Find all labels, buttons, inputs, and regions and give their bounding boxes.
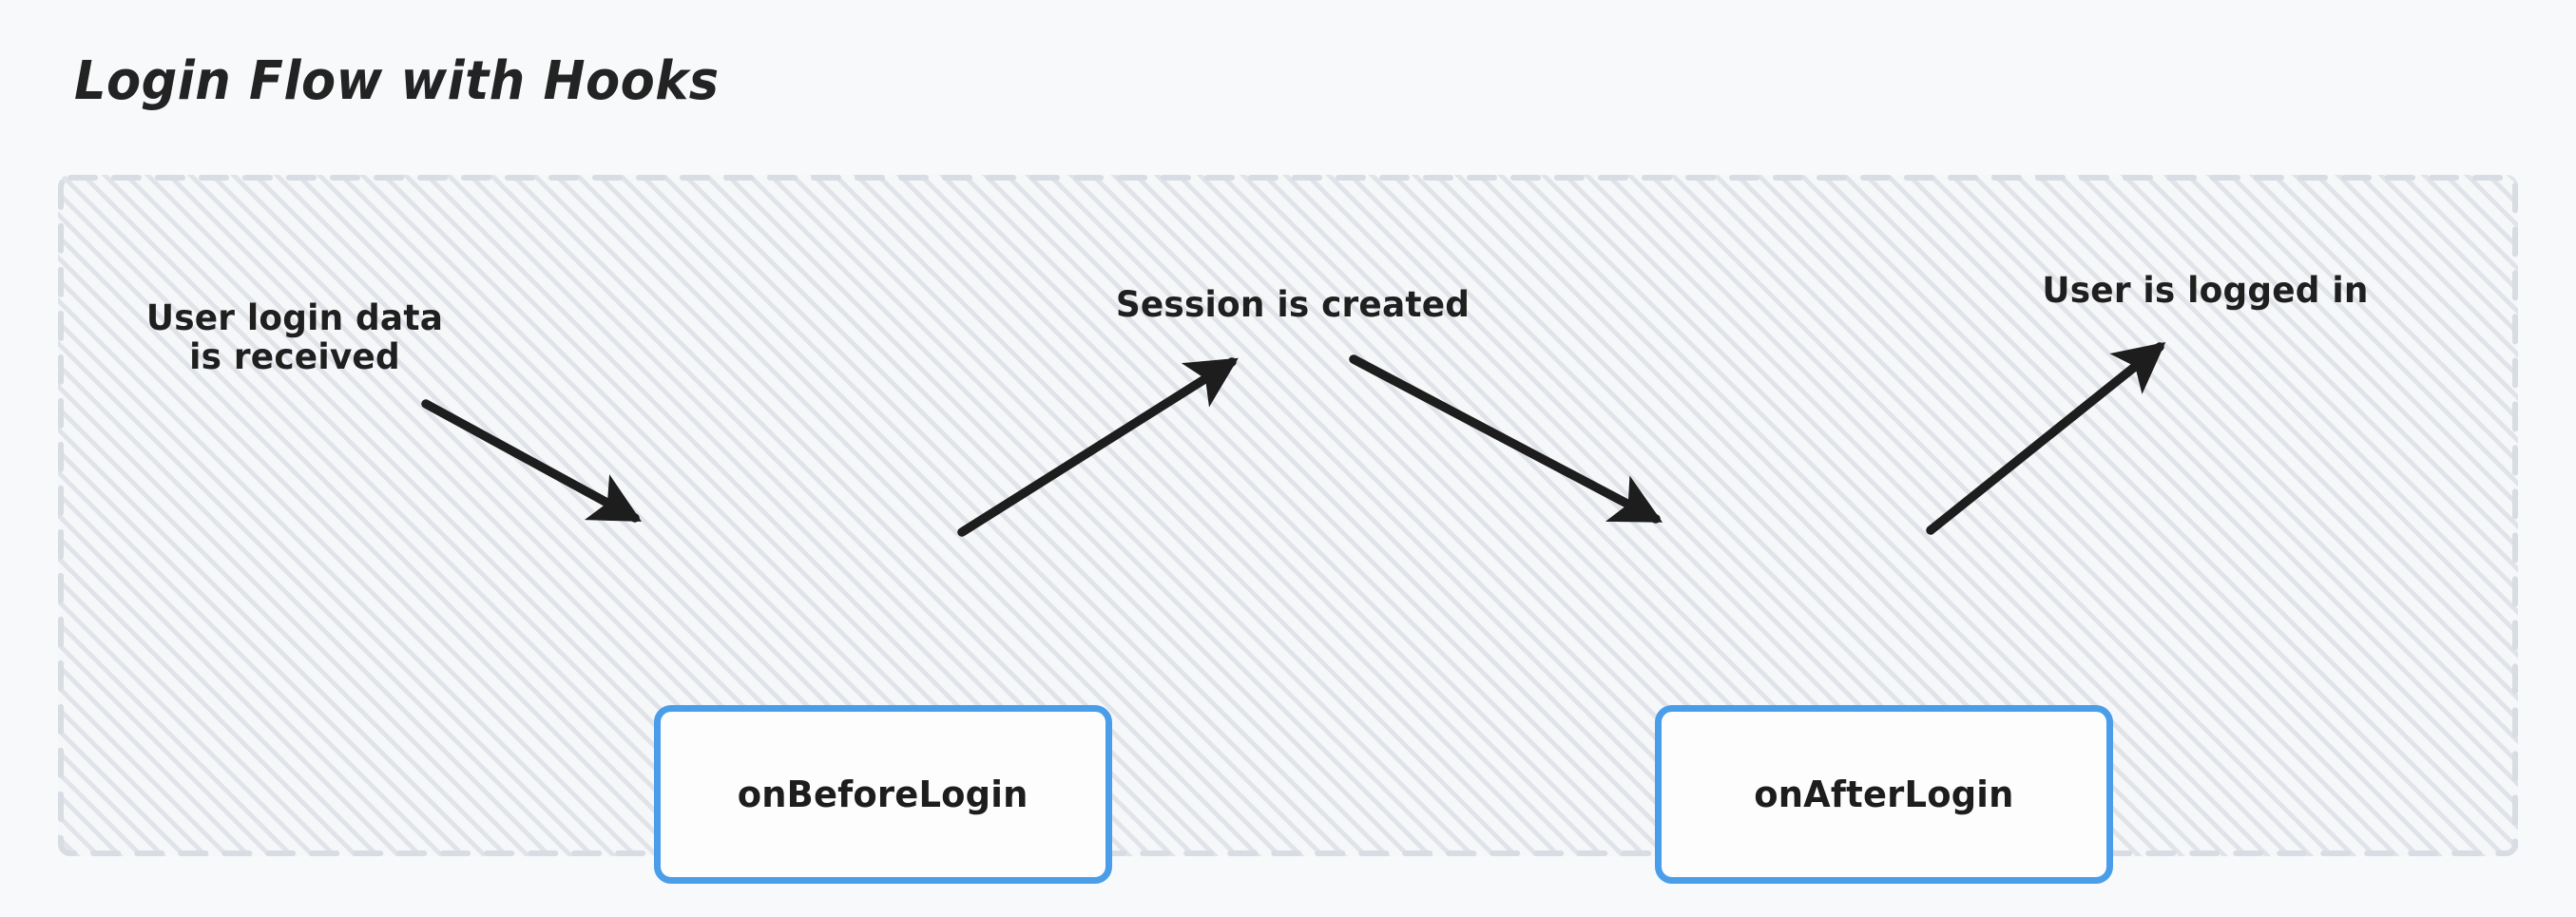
- edge-label-user-login-data-received: User login data is received: [145, 297, 444, 378]
- hook-node-label: onBeforeLogin: [738, 774, 1028, 815]
- hook-node-label: onAfterLogin: [1754, 774, 2014, 815]
- hook-node-onbeforelogin[interactable]: onBeforeLogin: [654, 705, 1112, 884]
- page-title: Login Flow with Hooks: [74, 50, 720, 112]
- edge-label-user-is-logged-in: User is logged in: [2042, 270, 2369, 311]
- hook-node-onafterlogin[interactable]: onAfterLogin: [1655, 705, 2113, 884]
- edge-label-session-is-created: Session is created: [1115, 284, 1471, 325]
